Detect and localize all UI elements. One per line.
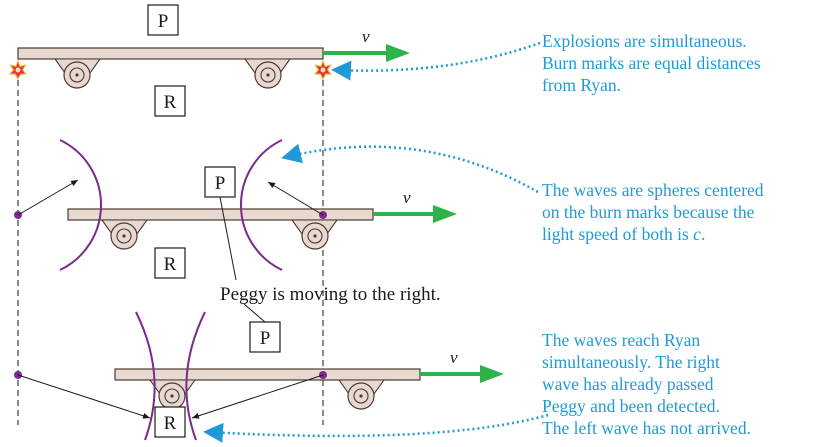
velocity-arrow-2: v bbox=[373, 188, 457, 223]
ryan-label-1: R bbox=[164, 92, 177, 113]
annotation-bottom-line-4: Peggy and been detected. bbox=[542, 396, 720, 416]
annotation-arrow-top bbox=[336, 43, 540, 71]
cart-2 bbox=[68, 209, 373, 249]
velocity-label-2: v bbox=[403, 188, 411, 207]
annotation-bottom-line-3: wave has already passed bbox=[542, 374, 714, 394]
panel-3: P v R bbox=[14, 312, 504, 440]
annotation-bottom-line-5: The left wave has not arrived. bbox=[542, 418, 751, 438]
cart-1 bbox=[18, 48, 323, 88]
peggy-label-3: P bbox=[260, 328, 271, 349]
velocity-label-3: v bbox=[450, 348, 458, 367]
annotation-middle-line-3: light speed of both is c. bbox=[542, 224, 705, 244]
annotation-top-line-2: Burn marks are equal distances bbox=[542, 53, 761, 73]
annotation-bottom-line-1: The waves reach Ryan bbox=[542, 330, 700, 350]
annotation-top-line-1: Explosions are simultaneous. bbox=[542, 31, 747, 51]
velocity-label-1: v bbox=[362, 27, 370, 46]
cart-3 bbox=[115, 369, 420, 409]
annotation-middle-line-2: on the burn marks because the bbox=[542, 202, 755, 222]
ryan-label-2: R bbox=[164, 254, 177, 275]
annotation-middle-line-1: The waves are spheres centered bbox=[542, 180, 764, 200]
annotation-arrow-middle bbox=[286, 147, 538, 192]
explosion-left bbox=[10, 61, 26, 79]
velocity-arrow-1: v bbox=[323, 27, 410, 62]
panel-2: P v R bbox=[14, 140, 457, 278]
annotation-top: Explosions are simultaneous. Burn marks … bbox=[542, 31, 761, 95]
annotation-middle: The waves are spheres centered on the bu… bbox=[542, 180, 764, 244]
annotation-arrow-bottom bbox=[208, 415, 548, 436]
ryan-label-3: R bbox=[164, 413, 177, 434]
explosion-right bbox=[315, 61, 331, 79]
peggy-label-1: P bbox=[158, 11, 169, 32]
peggy-label-2: P bbox=[215, 173, 226, 194]
velocity-arrow-3: v bbox=[420, 348, 504, 383]
annotation-bottom-line-2: simultaneously. The right bbox=[542, 352, 720, 372]
peggy-motion-label: Peggy is moving to the right. bbox=[220, 284, 441, 305]
annotation-bottom: The waves reach Ryan simultaneously. The… bbox=[542, 330, 751, 438]
annotation-top-line-3: from Ryan. bbox=[542, 75, 621, 95]
panel-1: P v R bbox=[10, 5, 410, 116]
